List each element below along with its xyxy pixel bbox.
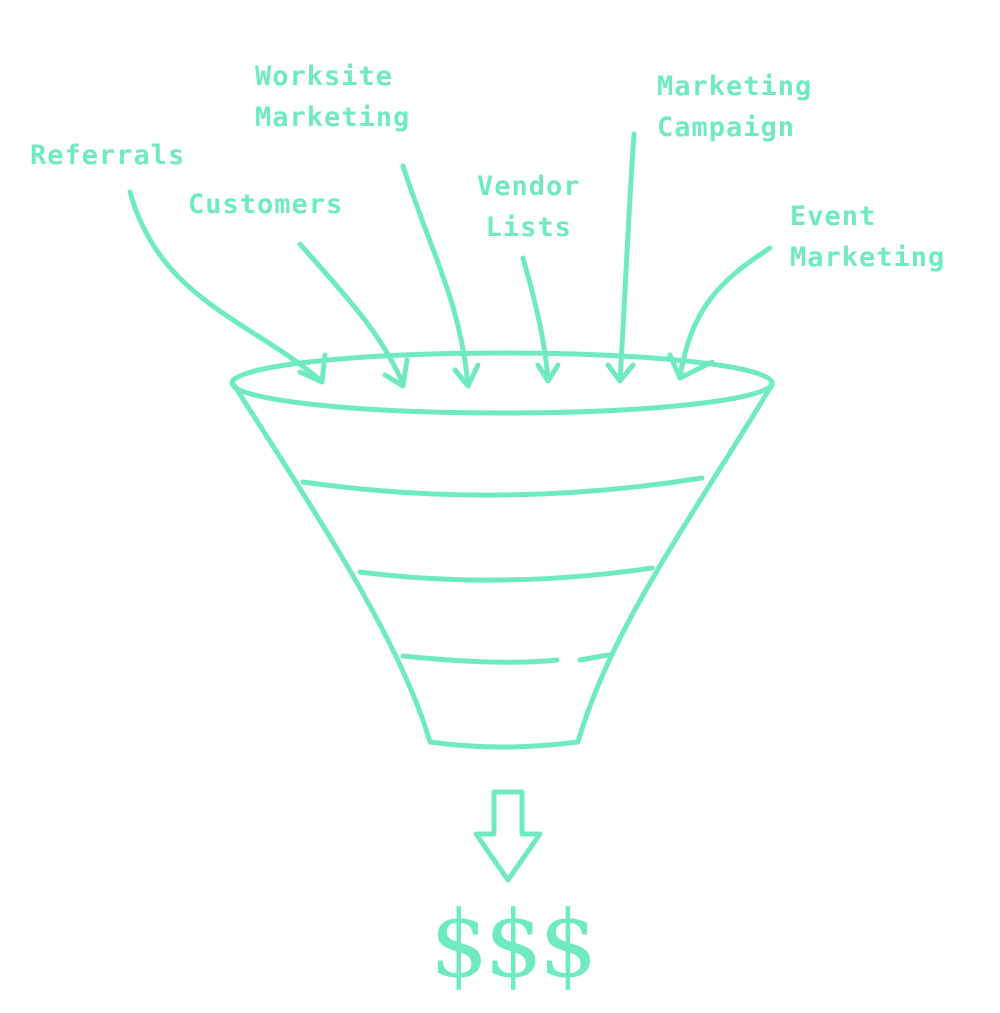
source-arrows [127, 131, 773, 389]
down-arrow-icon [473, 789, 543, 883]
money-output: $$$ [430, 891, 598, 998]
label-worksite-marketing: Worksite Marketing [255, 61, 411, 133]
label-marketing-campaign: Marketing Campaign [657, 71, 813, 143]
label-customers: Customers [188, 189, 344, 220]
label-event-marketing: Event Marketing [790, 201, 946, 273]
funnel [229, 350, 775, 750]
label-vendor-lists: Vendor Lists [477, 171, 581, 243]
label-referrals: Referrals [30, 140, 186, 171]
